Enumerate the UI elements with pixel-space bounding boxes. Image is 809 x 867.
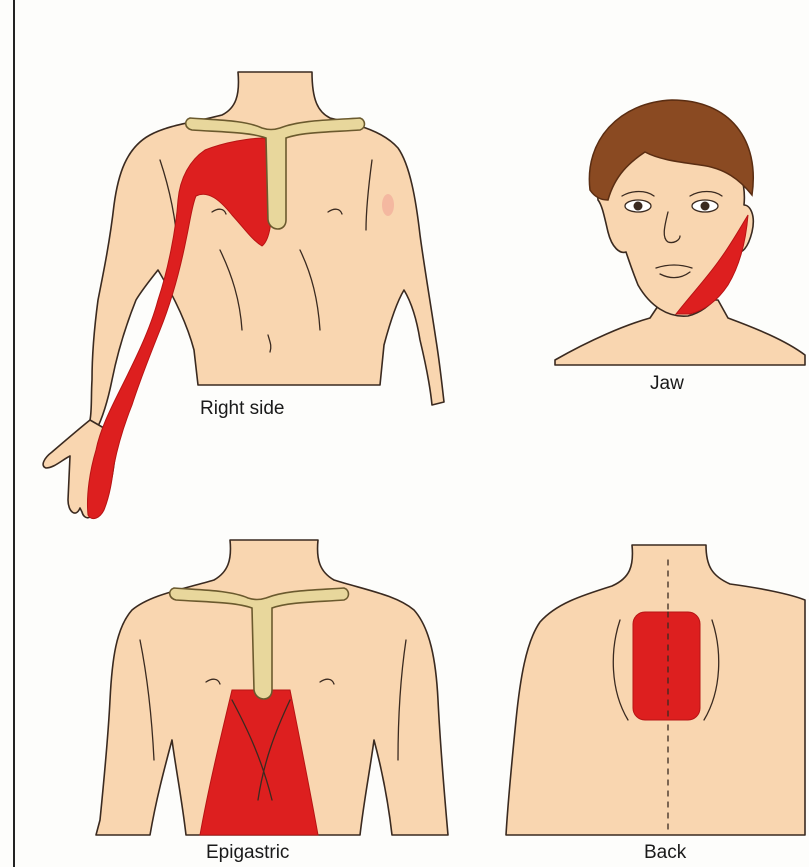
panel-right-side xyxy=(43,72,444,519)
label-right-side: Right side xyxy=(200,398,285,420)
label-jaw: Jaw xyxy=(650,373,684,395)
pain-region-back xyxy=(633,612,700,720)
panel-jaw xyxy=(555,100,805,365)
panel-epigastric xyxy=(96,540,448,835)
label-epigastric: Epigastric xyxy=(206,842,289,864)
panel-back xyxy=(506,545,805,835)
label-back: Back xyxy=(644,842,686,864)
skin-mark xyxy=(382,194,394,216)
